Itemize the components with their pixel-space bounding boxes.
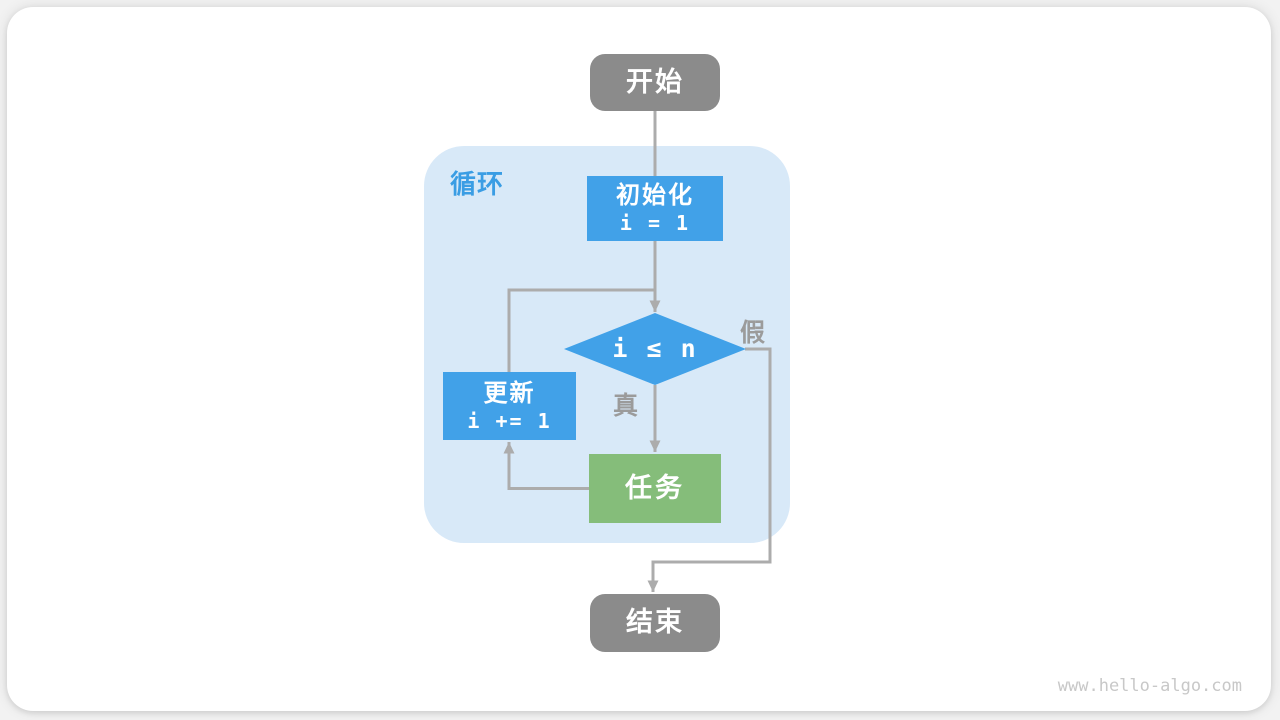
node-update-title: 更新 bbox=[483, 379, 536, 407]
node-update: 更新 i += 1 bbox=[443, 372, 576, 440]
watermark: www.hello-algo.com bbox=[1057, 676, 1242, 696]
node-start-label: 开始 bbox=[626, 66, 684, 97]
node-init-title: 初始化 bbox=[616, 182, 694, 209]
node-init-code: i = 1 bbox=[619, 211, 691, 235]
loop-label: 循环 bbox=[450, 169, 505, 199]
node-end-label: 结束 bbox=[626, 607, 684, 638]
node-task: 任务 bbox=[589, 454, 721, 523]
node-end: 结束 bbox=[590, 594, 720, 652]
node-init: 初始化 i = 1 bbox=[587, 176, 723, 241]
edge-label-false: 假 bbox=[740, 319, 766, 347]
node-task-label: 任务 bbox=[625, 472, 685, 503]
node-start: 开始 bbox=[590, 54, 720, 111]
edge-label-true: 真 bbox=[613, 392, 639, 420]
edge-update-merge bbox=[507, 288, 657, 372]
node-update-code: i += 1 bbox=[467, 408, 552, 433]
node-condition-label: i ≤ n bbox=[612, 334, 698, 364]
edge-task-to-update bbox=[503, 442, 589, 490]
edge-condition-to-end bbox=[647, 347, 772, 592]
